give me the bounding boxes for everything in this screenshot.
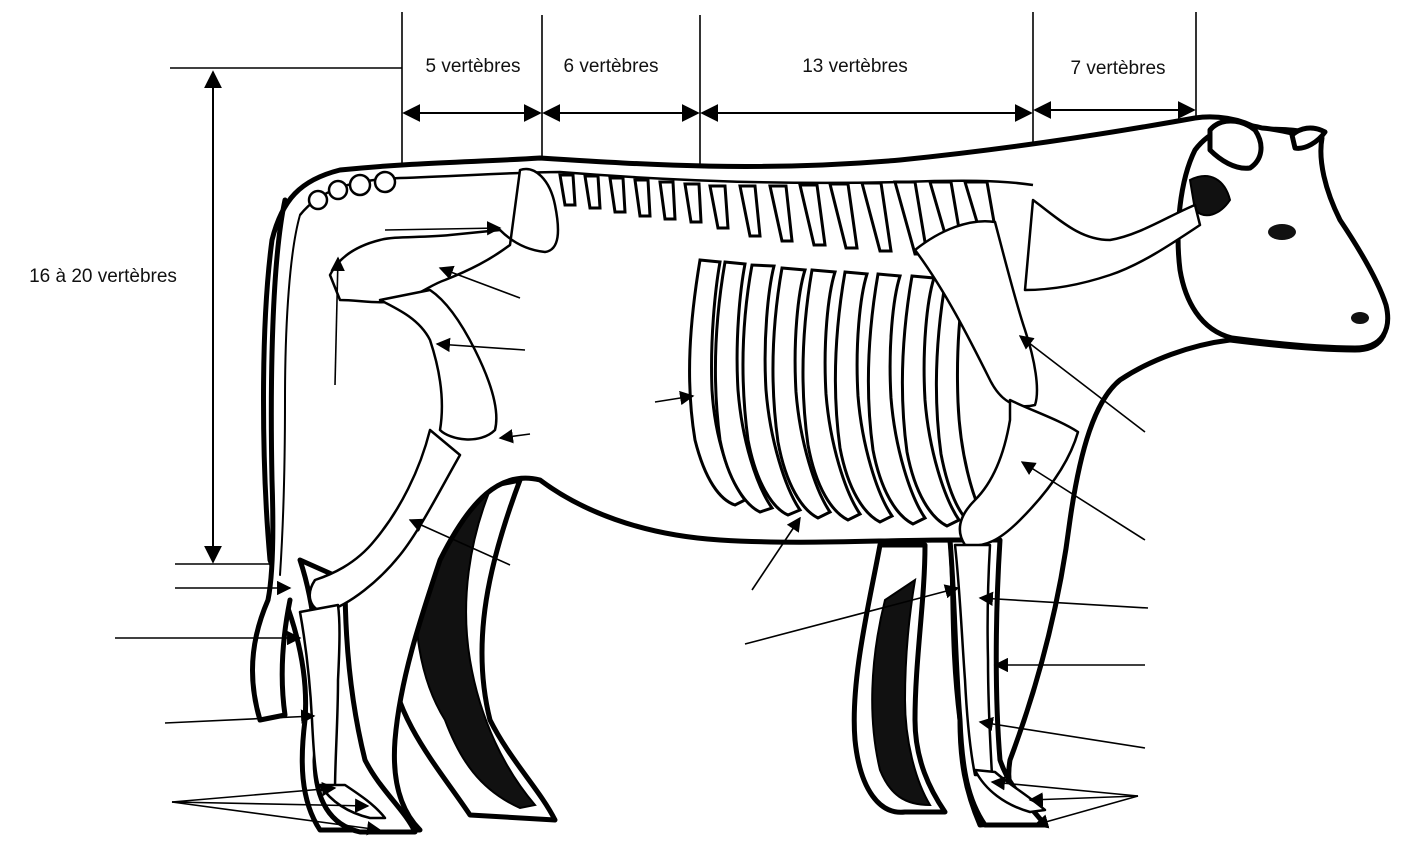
caudal-vertebrae-label: 16 à 20 vertèbres (29, 266, 177, 287)
cervical-vertebrae-label: 7 vertèbres (1070, 58, 1165, 79)
sacral-vertebrae-label: 6 vertèbres (563, 56, 658, 77)
eye-icon (1268, 224, 1296, 240)
nostril-icon (1351, 312, 1369, 324)
lumbar-vertebrae-label: 5 vertèbres (425, 56, 520, 77)
thoracic-vertebrae-label: 13 vertèbres (802, 56, 908, 77)
cow-head (1178, 121, 1388, 348)
